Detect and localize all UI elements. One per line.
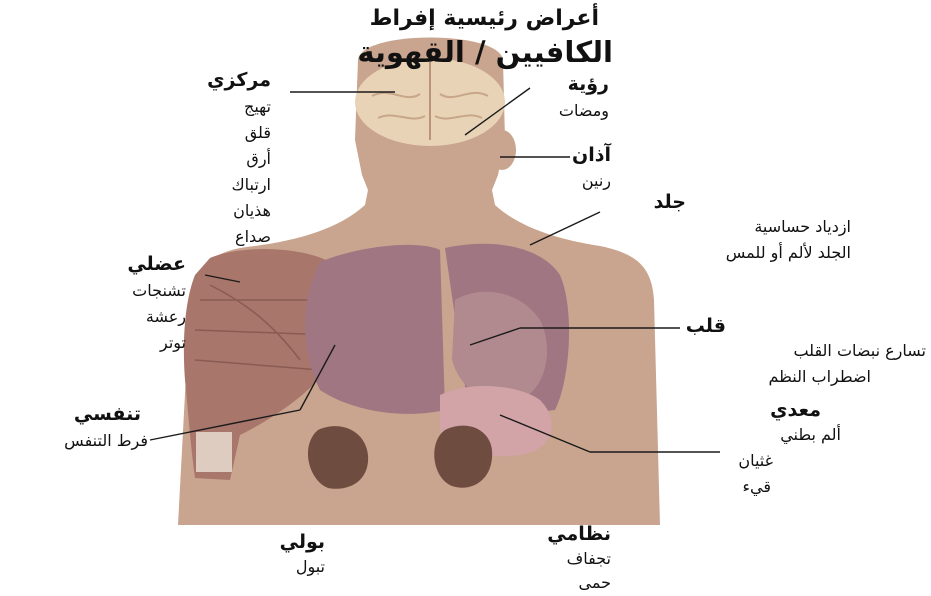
central-symptom: ارتباك (231, 176, 271, 194)
skin-heading: جلد (654, 192, 686, 214)
ear-shape (488, 130, 516, 170)
ears-symptom: رنين (582, 172, 611, 190)
muscular-symptom: تشنجات (132, 282, 186, 300)
central-symptom: تهيج (244, 98, 271, 116)
systemic-heading: نظامي (547, 524, 611, 546)
urinary-heading: بولي (280, 532, 325, 554)
heart-symptom: اضطراب النظم (769, 368, 872, 386)
systemic-symptom: حمى (579, 574, 611, 592)
respiratory-heading: تنفسي (74, 404, 141, 426)
urinary-symptom: تبول (296, 558, 325, 576)
gastric-symptom: قيء (742, 478, 771, 496)
muscular-heading: عضلي (127, 254, 186, 276)
ears-heading: آذان (572, 145, 611, 167)
central-symptom: هذيان (233, 202, 271, 220)
central-heading: مركزي (207, 70, 271, 92)
title-line-1: أعراض رئيسية إفراط (370, 6, 599, 31)
central-symptom: أرق (246, 150, 271, 168)
gastric-symptom: ألم بطني (780, 426, 841, 444)
skin-symptom: الجلد لألم أو للمس (726, 244, 851, 262)
respiratory-symptom: فرط التنفس (64, 432, 148, 450)
muscular-symptom: رعشة (146, 308, 186, 326)
systemic-symptom: تجفاف (567, 550, 611, 568)
gastric-symptom: غثيان (738, 452, 773, 470)
central-symptom: قلق (245, 124, 271, 142)
heart-symptom: تسارع نبضات القلب (793, 342, 926, 360)
heart-heading: قلب (686, 316, 726, 338)
central-symptom: صداع (235, 228, 271, 246)
skin-symptom: ازدياد حساسية (754, 218, 851, 236)
title-line-2: الكافيين / القهوية (357, 36, 613, 69)
vision-heading: رؤية (568, 74, 609, 96)
muscular-symptom: توتر (160, 334, 186, 352)
brain-shape (355, 58, 505, 146)
gastric-heading: معدي (770, 400, 821, 422)
right-kidney (434, 426, 492, 488)
vision-symptom: ومضات (559, 102, 609, 120)
